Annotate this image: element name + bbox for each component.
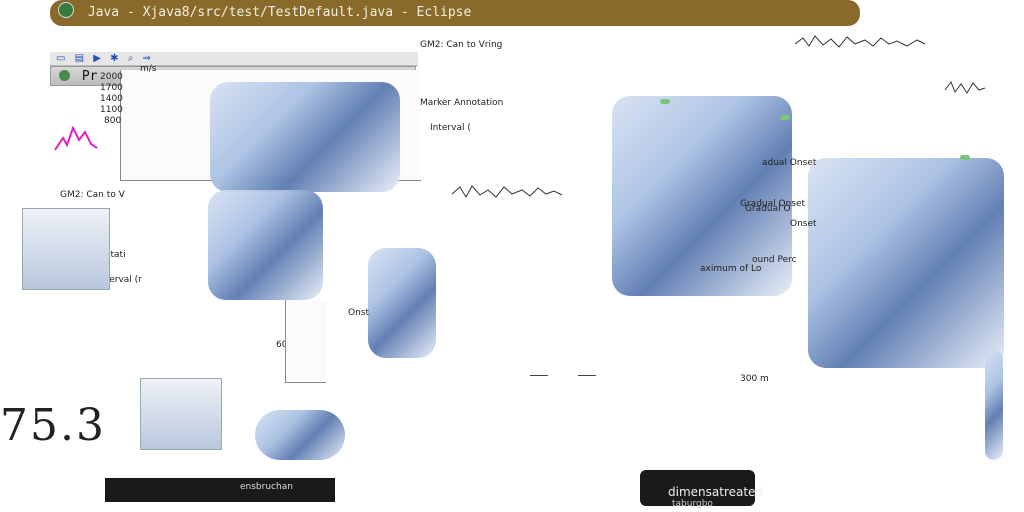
right-edge-strip — [985, 350, 1003, 460]
photo-blob-top-left — [210, 82, 400, 192]
chart-caption-top: GM2: Can to Vring — [420, 40, 503, 50]
chart-caption-second: GM2: Can to V — [60, 190, 125, 200]
project-explorer-label: Pr — [81, 69, 98, 84]
spike-trace — [54, 125, 98, 151]
y-tick-top-4: 800 — [104, 116, 122, 126]
eclipse-logo-icon — [58, 2, 74, 18]
waveform-top-right — [794, 35, 926, 48]
search-icon[interactable]: ⌕ — [127, 53, 137, 64]
chart-interval-top: Interval ( — [430, 123, 471, 133]
photo-blob-right-a — [612, 96, 792, 296]
label-gradual-onset-1: adual Onset — [762, 158, 817, 168]
dark-strip-right — [640, 470, 755, 506]
label-onset-mid: Onst — [348, 308, 370, 318]
forward-icon[interactable]: ⇒ — [142, 53, 154, 64]
y-tick-top-2: 1400 — [100, 94, 123, 104]
dark-strip-left — [105, 478, 335, 502]
waveform-mid — [451, 185, 563, 199]
marker-green-1 — [660, 99, 670, 104]
debug-icon[interactable]: ✱ — [110, 53, 122, 64]
y-tick-top-1: 1700 — [100, 83, 123, 93]
new-icon[interactable]: ▭ — [56, 53, 69, 64]
plate-blob-bottom — [255, 410, 345, 460]
label-gradual-onset-3: Gradual O — [745, 204, 791, 214]
bottom-line-1: ensbruchan — [240, 482, 293, 492]
dimension-label: dimensatreated — [668, 485, 764, 499]
lower-left-thumbnail — [140, 378, 222, 450]
room-thumbnail — [22, 208, 110, 290]
marker-green-3 — [960, 155, 970, 160]
label-sound-perception: ound Perc — [752, 255, 797, 265]
chart-annotation-second: otati — [105, 250, 126, 260]
waveform-far-right — [944, 80, 986, 94]
y-tick-top-0: 2000 — [100, 72, 123, 82]
y-tick-second-low: 600 — [276, 340, 293, 350]
y-tick-top-3: 1100 — [100, 105, 123, 115]
dimension-sub: taburgbo — [672, 499, 713, 509]
label-maximum: aximum of Lo — [700, 264, 762, 274]
photo-blob-right-b — [808, 158, 1004, 368]
window-title: Java - Xjava8/src/test/TestDefault.java … — [87, 5, 472, 20]
axis-tick-2 — [578, 375, 596, 376]
axis-tick-1 — [530, 375, 548, 376]
photo-blob-center — [368, 248, 436, 358]
window-title-bar: Java - Xjava8/src/test/TestDefault.java … — [50, 0, 860, 26]
chart-annotation-top: Marker Annotation — [420, 98, 504, 108]
label-gradual-onset-2: Gradual Onset — [740, 199, 806, 209]
chart-interval-second: nterval (r — [100, 275, 142, 285]
marker-green-2 — [780, 115, 790, 120]
chart-units-top: m/s — [140, 64, 157, 74]
chart-panel-second — [285, 300, 326, 383]
save-icon[interactable]: ▤ — [74, 53, 88, 64]
label-three-hundred: 300 m — [740, 374, 769, 384]
big-number: 75.3 — [0, 400, 106, 451]
package-icon — [59, 70, 70, 81]
photo-blob-left-tall — [208, 190, 323, 300]
run-icon[interactable]: ▶ — [93, 53, 104, 64]
label-onset-4: Onset — [790, 219, 817, 229]
main-toolbar: ▭ ▤ ▶ ✱ ⌕ ⇒ — [50, 52, 418, 66]
